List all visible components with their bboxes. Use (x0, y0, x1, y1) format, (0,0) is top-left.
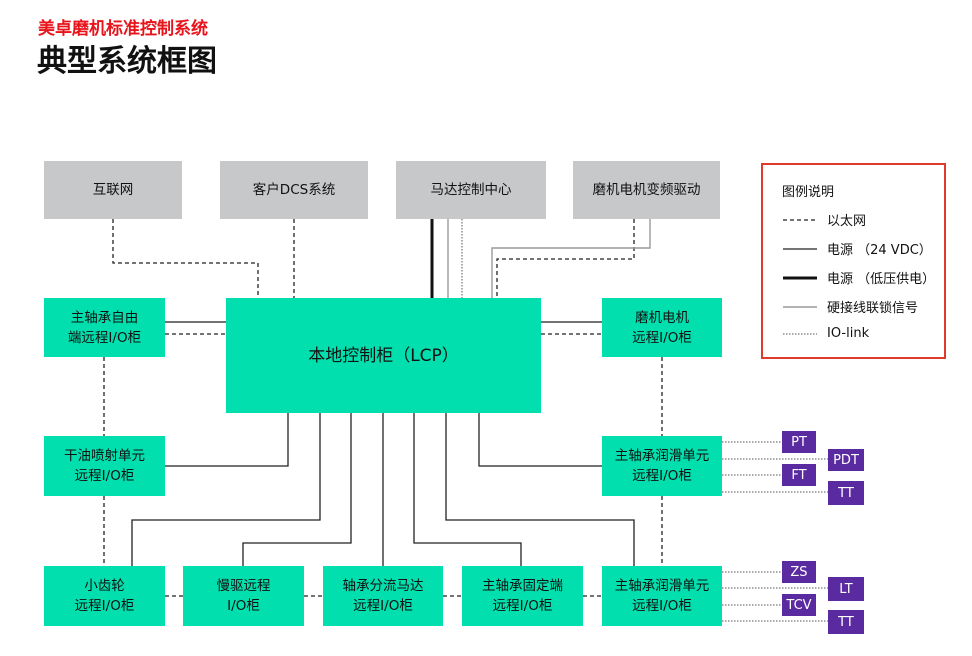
legend-low-voltage-swatch (783, 276, 817, 279)
page-subtitle: 美卓磨机标准控制系统 (38, 19, 208, 39)
bearing-lube-unit-1-line2: 远程I/O柜 (632, 468, 692, 484)
legend-24vdc-label: 电源 （24 VDC） (827, 243, 932, 258)
legend-interlock-swatch (783, 305, 817, 308)
pinion-line1: 小齿轮 (84, 578, 125, 594)
tag-tt-1-label: TT (838, 485, 854, 501)
tag-lt-label: LT (839, 581, 853, 597)
tag-tt-2-label: TT (838, 614, 854, 630)
main-bearing-fixed-end-line2: 远程I/O柜 (492, 598, 553, 614)
legend-low-voltage-label: 电源 （低压供电） (827, 272, 936, 287)
dry-oil-spray-line2: 远程I/O柜 (74, 468, 135, 484)
internet-label: 互联网 (92, 182, 134, 198)
tag-zs: ZS (782, 561, 816, 583)
dcs-box: 客户DCS系统 (220, 161, 368, 219)
inching-drive-box: 慢驱远程 I/O柜 (183, 566, 304, 626)
main-bearing-fixed-end-box: 主轴承固定端 远程I/O柜 (462, 566, 583, 626)
main-bearing-free-end-box: 主轴承自由 端远程I/O柜 (44, 298, 165, 357)
dcs-label: 客户DCS系统 (252, 182, 336, 198)
mill-motor-line1: 磨机电机 (635, 309, 689, 326)
main-bearing-free-end-line2: 端远程I/O柜 (67, 329, 142, 346)
dry-oil-spray-line1: 干油喷射单元 (64, 448, 145, 464)
tag-ft-label: FT (791, 467, 807, 483)
mill-motor-line2: 远程I/O柜 (632, 329, 692, 346)
bearing-lube-unit-2-line2: 远程I/O柜 (632, 598, 692, 614)
tag-pdt: PDT (828, 449, 864, 471)
pinion-line2: 远程I/O柜 (74, 598, 135, 614)
legend-24vdc-swatch (783, 247, 817, 250)
ethernet-lines (103, 219, 663, 597)
power-24vdc-lines (131, 321, 635, 566)
legend-title: 图例说明 (782, 185, 835, 200)
bearing-shunt-motor-line1: 轴承分流马达 (342, 578, 424, 594)
motor-control-center-label: 马达控制中心 (430, 182, 512, 198)
motor-control-center-box: 马达控制中心 (396, 161, 546, 219)
tag-pt: PT (782, 431, 816, 453)
tag-tt-1: TT (828, 481, 864, 505)
tag-lt: LT (828, 577, 864, 601)
mill-motor-vfd-box: 磨机电机变频驱动 (573, 161, 720, 219)
bearing-lube-unit-2-box: 主轴承润滑单元 远程I/O柜 (602, 566, 722, 626)
mill-motor-vfd-label: 磨机电机变频驱动 (592, 182, 701, 198)
internet-box: 互联网 (44, 161, 182, 219)
io-link-lines (461, 219, 828, 622)
main-bearing-fixed-end-line1: 主轴承固定端 (482, 578, 563, 594)
legend-io-link-label: IO-link (827, 326, 870, 341)
tag-tt-2: TT (828, 610, 864, 634)
inching-drive-line2: I/O柜 (227, 598, 260, 614)
bearing-lube-unit-1-line1: 主轴承润滑单元 (614, 448, 710, 464)
tag-tcv-label: TCV (786, 597, 812, 613)
bearing-shunt-motor-line2: 远程I/O柜 (353, 598, 413, 614)
dry-oil-spray-box: 干油喷射单元 远程I/O柜 (44, 436, 165, 496)
inching-drive-line1: 慢驱远程 (216, 578, 271, 594)
tag-zs-label: ZS (790, 564, 808, 580)
legend-item-io-link: IO-link (783, 326, 869, 341)
legend-box: 图例说明 以太网 电源 （24 VDC） 电源 （低压供电） 硬接线联锁信号 I… (761, 163, 946, 359)
tag-pdt-label: PDT (833, 452, 859, 468)
legend-interlock-label: 硬接线联锁信号 (827, 301, 919, 316)
legend-item-24vdc: 电源 （24 VDC） (783, 239, 932, 258)
legend-ethernet-label: 以太网 (827, 214, 867, 229)
bearing-shunt-motor-box: 轴承分流马达 远程I/O柜 (323, 566, 443, 626)
tag-tcv: TCV (782, 594, 816, 616)
pinion-box: 小齿轮 远程I/O柜 (44, 566, 165, 626)
lcp-label: 本地控制柜（LCP） (308, 345, 459, 366)
tag-ft: FT (782, 464, 816, 486)
bearing-lube-unit-1-box: 主轴承润滑单元 远程I/O柜 (602, 436, 722, 496)
legend-item-ethernet: 以太网 (783, 210, 866, 229)
mill-motor-box: 磨机电机 远程I/O柜 (602, 298, 722, 357)
main-bearing-free-end-line1: 主轴承自由 (70, 309, 139, 326)
tag-pt-label: PT (791, 434, 807, 450)
bearing-lube-unit-2-line1: 主轴承润滑单元 (614, 578, 710, 594)
interlock-lines (447, 219, 651, 298)
legend-ethernet-swatch (783, 218, 817, 221)
legend-item-interlock: 硬接线联锁信号 (783, 297, 918, 316)
legend-item-low-voltage: 电源 （低压供电） (783, 268, 935, 287)
lcp-box: 本地控制柜（LCP） (226, 298, 541, 413)
legend-io-link-swatch (783, 333, 817, 334)
page-title: 典型系统框图 (37, 44, 217, 79)
